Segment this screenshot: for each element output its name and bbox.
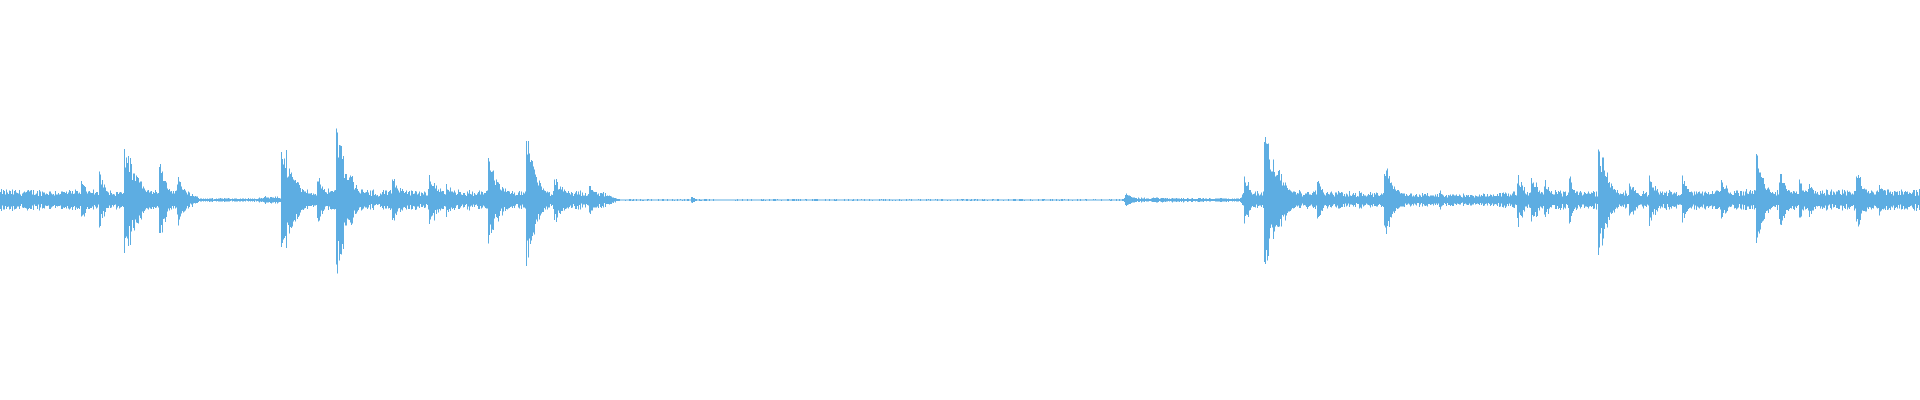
waveform-path bbox=[0, 128, 1920, 274]
